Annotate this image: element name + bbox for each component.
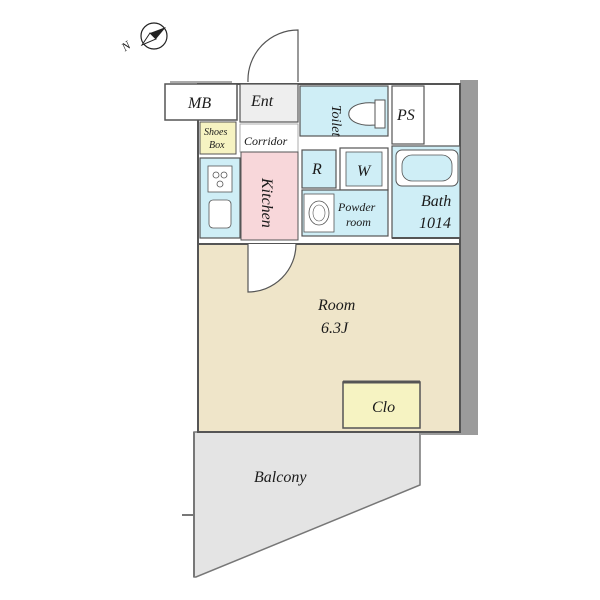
- kitchen-floor: [240, 151, 299, 241]
- balcony: [182, 431, 421, 578]
- label-powder-line2: room: [346, 215, 371, 229]
- label-kitchen: Kitchen: [258, 177, 275, 228]
- label-mb: MB: [187, 95, 211, 112]
- label-bath-line1: Bath: [421, 193, 451, 210]
- label-ps: PS: [396, 107, 415, 124]
- label-r: R: [311, 161, 322, 178]
- bathtub: [395, 149, 459, 187]
- label-clo: Clo: [372, 399, 395, 416]
- label-room-line2: 6.3J: [321, 320, 349, 337]
- room-door: [247, 243, 297, 293]
- closet: [342, 381, 421, 429]
- label-powder-line1: Powder: [337, 200, 376, 214]
- washbasin: [303, 193, 335, 233]
- kitchen-counter: [199, 157, 241, 239]
- label-toilet: Toilet: [328, 105, 343, 137]
- label-balcony: Balcony: [254, 469, 307, 486]
- compass: N: [118, 22, 168, 55]
- label-corridor: Corridor: [244, 134, 288, 148]
- label-w: W: [357, 163, 372, 180]
- toilet-fixture: [348, 99, 386, 129]
- label-shoes-line2: Box: [209, 140, 225, 151]
- label-room-line1: Room: [317, 297, 355, 314]
- entrance-door: [247, 29, 299, 83]
- shoes-box: [199, 121, 237, 155]
- meter-box: [164, 83, 238, 121]
- label-bath-line2: 1014: [419, 215, 451, 232]
- refrigerator-space: [301, 149, 337, 189]
- north-label: N: [118, 37, 134, 54]
- label-ent: Ent: [250, 93, 274, 110]
- label-shoes-line1: Shoes: [204, 127, 227, 138]
- pipe-space: [391, 85, 425, 145]
- entrance: [239, 83, 299, 123]
